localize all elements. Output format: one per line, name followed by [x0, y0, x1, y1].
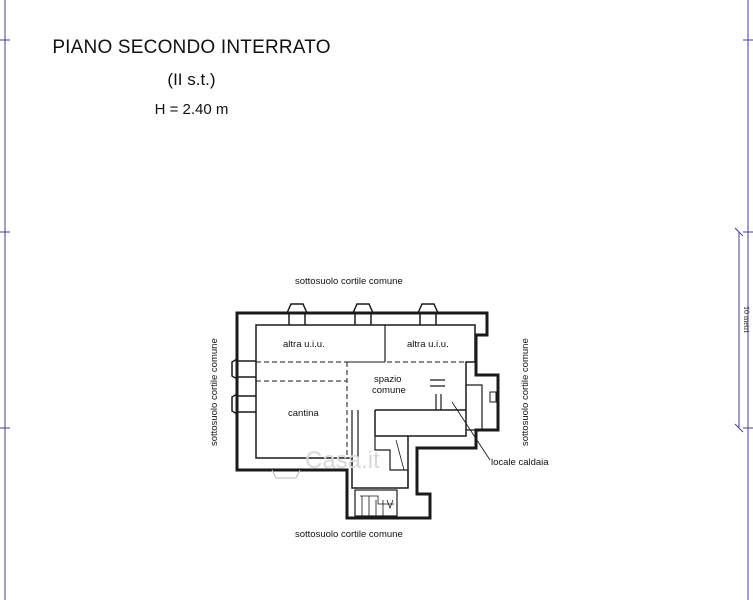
watermark: Casa.it [305, 447, 380, 474]
door-marks [430, 379, 445, 410]
bay-top-2 [352, 303, 374, 325]
passage-hatch [395, 439, 405, 471]
surrounding-label-top: sottosuolo cortile comune [295, 276, 403, 287]
height-note: H = 2.40 m [154, 101, 229, 118]
bay-bottom-1 [271, 469, 301, 479]
scale-bar-cap-bottom [734, 423, 744, 433]
spazio-comune-dashed [346, 361, 466, 458]
stair-steps [360, 495, 394, 516]
boiler-unit [489, 391, 497, 403]
bay-top-1 [286, 303, 308, 325]
floor-plan: Casa.it [231, 303, 500, 520]
room-label-spazio: spazio [374, 374, 402, 385]
bay-left-1 [231, 358, 256, 380]
plan-title: PIANO SECONDO INTERRATO [52, 37, 331, 58]
surrounding-label-bottom: sottosuolo cortile comune [295, 529, 403, 540]
room-label-cantina: cantina [288, 408, 319, 419]
plan-subtitle: (II s.t.) [167, 70, 216, 89]
corridor-walls [351, 410, 359, 458]
surrounding-label-left: sottosuolo cortile comune [209, 338, 220, 446]
room-label-altra-uiu-right: altra u.i.u. [407, 339, 449, 350]
room-label-locale-caldaia: locale caldaia [491, 457, 549, 468]
stair-arrow [386, 499, 394, 510]
bay-left-2 [231, 393, 256, 415]
bay-top-3 [417, 303, 439, 325]
scale-label: 10 metri [742, 306, 751, 333]
surrounding-label-right: sottosuolo cortile comune [520, 338, 531, 446]
room-label-altra-uiu-left: altra u.i.u. [283, 339, 325, 350]
scale-bar-cap-top [734, 227, 744, 237]
room-label-comune: comune [372, 385, 406, 396]
caldaia-room [466, 384, 483, 431]
passage-walls [374, 436, 409, 488]
spazio-walls [374, 409, 466, 437]
caldaia-leader [451, 401, 491, 461]
